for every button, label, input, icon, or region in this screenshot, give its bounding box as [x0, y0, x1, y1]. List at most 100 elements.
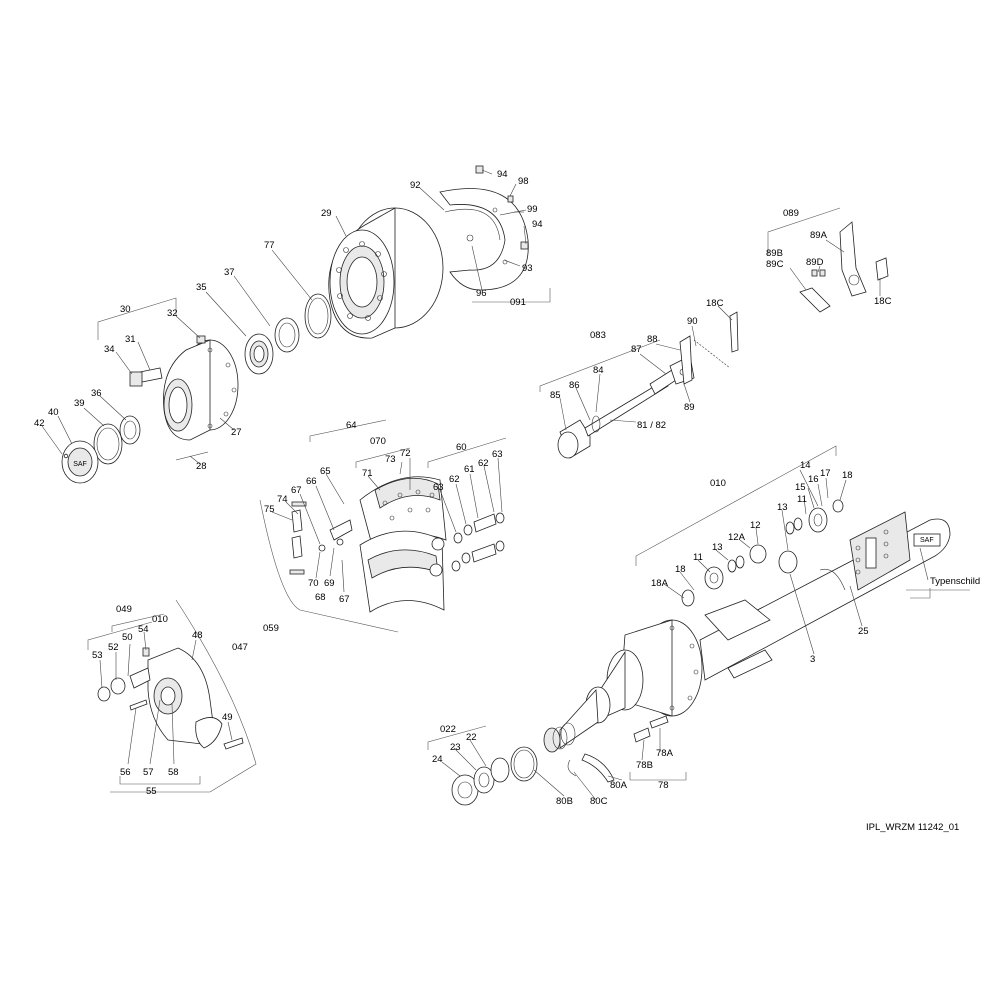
label-group-010-axle: 010: [710, 478, 726, 489]
label-25: 25: [858, 626, 869, 637]
axle-nut-022: [451, 715, 669, 806]
brake-drum-29: [328, 207, 444, 339]
slack-adjuster-089: [679, 221, 889, 385]
label-16: 16: [808, 474, 819, 485]
label-89D: 89D: [806, 257, 824, 268]
label-84: 84: [593, 365, 604, 376]
label-31: 31: [125, 334, 136, 345]
label-group-047: 047: [232, 642, 248, 653]
label-74: 74: [277, 494, 288, 505]
label-group-010-bracket: 010: [152, 614, 168, 625]
label-53: 53: [92, 650, 103, 661]
label-3: 3: [810, 654, 815, 665]
label-group-059: 059: [263, 623, 279, 634]
label-99: 99: [527, 204, 538, 215]
label-group-64: 64: [346, 420, 357, 431]
label-typenschild: Typenschild: [930, 576, 980, 587]
label-56: 56: [120, 767, 131, 778]
label-group-60: 60: [456, 442, 467, 453]
chamber-bracket-047: [97, 647, 244, 750]
label-50: 50: [122, 632, 133, 643]
label-86: 86: [569, 380, 580, 391]
label-13-b: 13: [712, 542, 723, 553]
label-18C-b: 18C: [874, 296, 892, 307]
leader-lines: [41, 169, 929, 801]
label-96: 96: [476, 288, 487, 299]
label-69: 69: [324, 578, 335, 589]
label-12A: 12A: [728, 532, 746, 543]
label-11-b: 11: [693, 552, 703, 563]
wheel-hub-27: [129, 335, 239, 461]
label-68: 68: [315, 592, 326, 603]
label-89B: 89B: [766, 248, 783, 259]
label-90: 90: [687, 316, 698, 327]
label-14: 14: [800, 460, 811, 471]
label-27: 27: [231, 427, 242, 438]
label-87: 87: [631, 344, 642, 355]
label-89: 89: [684, 402, 695, 413]
axle-beam-010: [543, 499, 951, 753]
label-54: 54: [138, 624, 149, 635]
label-63-a: 63: [433, 482, 444, 493]
part-labels: 94 98 92 99 94 93 96 091 29 77 37 35 30 …: [34, 169, 980, 833]
group-brackets: [87, 207, 970, 793]
brake-shoes-059: [289, 476, 447, 613]
seal-and-bearings: [244, 293, 332, 375]
label-37: 37: [224, 267, 235, 278]
label-63-b: 63: [492, 449, 503, 460]
label-80A: 80A: [610, 780, 628, 791]
label-73: 73: [385, 454, 396, 465]
label-18A: 18A: [651, 578, 669, 589]
label-29: 29: [321, 208, 332, 219]
label-group-78: 78: [658, 780, 669, 791]
label-70: 70: [308, 578, 319, 589]
drawing-code: IPL_WRZM 11242_01: [866, 822, 959, 833]
label-40: 40: [48, 407, 59, 418]
label-89C: 89C: [766, 259, 784, 270]
label-80C: 80C: [590, 796, 608, 807]
label-89A: 89A: [810, 230, 828, 241]
label-17: 17: [820, 468, 831, 479]
label-72: 72: [400, 448, 411, 459]
label-group-083: 083: [590, 330, 606, 341]
label-62-b: 62: [478, 458, 489, 469]
label-77: 77: [264, 240, 275, 251]
label-78B: 78B: [636, 760, 653, 771]
label-52: 52: [108, 642, 119, 653]
label-12: 12: [750, 520, 761, 531]
hub-cap-and-bearing: [61, 415, 141, 484]
label-80B: 80B: [556, 796, 573, 807]
label-22: 22: [466, 732, 477, 743]
label-71: 71: [362, 468, 373, 479]
label-group-55: 55: [146, 786, 157, 797]
label-group-30: 30: [120, 304, 131, 315]
label-group-091: 091: [510, 297, 526, 308]
label-67-b: 67: [339, 594, 350, 605]
label-75: 75: [264, 504, 275, 515]
label-66: 66: [306, 476, 317, 487]
label-23: 23: [450, 742, 461, 753]
axle-logo-text: SAF: [920, 537, 934, 544]
label-78A: 78A: [656, 748, 674, 759]
label-group-070: 070: [370, 436, 386, 447]
dust-shield-091: [439, 165, 529, 291]
label-93: 93: [522, 263, 533, 274]
label-group-049: 049: [116, 604, 132, 615]
label-88: 88: [647, 334, 658, 345]
label-85: 85: [550, 390, 561, 401]
label-42: 42: [34, 418, 45, 429]
roller-pins-60: [451, 512, 505, 572]
label-group-089: 089: [783, 208, 799, 219]
label-13-a: 13: [777, 502, 788, 513]
label-94: 94: [497, 169, 508, 180]
label-15: 15: [795, 482, 806, 493]
label-65: 65: [320, 466, 331, 477]
label-58: 58: [168, 767, 179, 778]
label-32: 32: [167, 308, 178, 319]
label-35: 35: [196, 282, 207, 293]
label-28: 28: [196, 461, 207, 472]
label-24: 24: [432, 754, 443, 765]
label-34: 34: [104, 344, 115, 355]
